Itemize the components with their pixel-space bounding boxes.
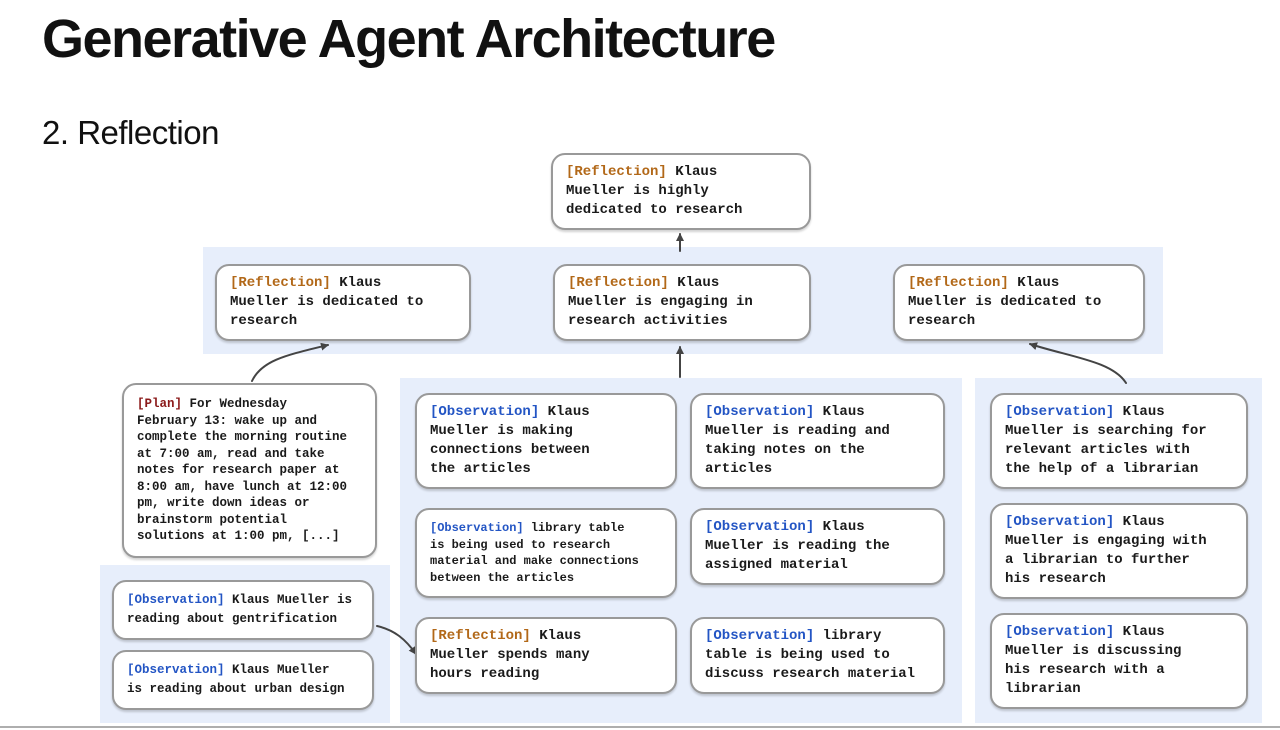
node-band-reflection-1: [Reflection]Klaus Mueller is dedicated t… bbox=[215, 264, 471, 341]
node-left-observation-2: [Observation]Klaus Mueller is reading ab… bbox=[112, 650, 374, 710]
node-mid1-observation-1: [Observation]Klaus Mueller is making con… bbox=[415, 393, 677, 489]
observation-tag-label: [Observation] bbox=[705, 628, 815, 644]
observation-tag-label: [Observation] bbox=[1005, 624, 1115, 640]
node-text: Klaus Mueller is making connections betw… bbox=[430, 404, 590, 477]
node-right-observation-1: [Observation]Klaus Mueller is searching … bbox=[990, 393, 1248, 489]
node-text: Klaus Mueller is engaging in research ac… bbox=[568, 275, 753, 329]
node-band-reflection-2: [Reflection]Klaus Mueller is engaging in… bbox=[553, 264, 811, 341]
plan-tag-label: [Plan] bbox=[137, 397, 183, 411]
observation-tag-label: [Observation] bbox=[1005, 404, 1115, 420]
node-mid2-observation-1: [Observation]Klaus Mueller is reading an… bbox=[690, 393, 945, 489]
node-text: library table is being used to research … bbox=[430, 521, 639, 585]
node-left-observation-1: [Observation]Klaus Mueller is reading ab… bbox=[112, 580, 374, 640]
node-text: For Wednesday February 13: wake up and c… bbox=[137, 397, 348, 543]
node-right-observation-2: [Observation]Klaus Mueller is engaging w… bbox=[990, 503, 1248, 599]
node-text: library table is being used to discuss r… bbox=[705, 628, 916, 682]
node-plan: [Plan]For Wednesday February 13: wake up… bbox=[122, 383, 377, 558]
observation-tag-label: [Observation] bbox=[430, 521, 524, 535]
node-text: Klaus Mueller is reading about gentrific… bbox=[127, 593, 353, 626]
observation-tag-label: [Observation] bbox=[1005, 514, 1115, 530]
node-band-reflection-3: [Reflection]Klaus Mueller is dedicated t… bbox=[893, 264, 1145, 341]
node-top-reflection: [Reflection]Klaus Mueller is highly dedi… bbox=[551, 153, 811, 230]
slide-bottom-rule bbox=[0, 726, 1280, 728]
observation-tag-label: [Observation] bbox=[705, 404, 815, 420]
reflection-tag-label: [Reflection] bbox=[430, 628, 531, 644]
node-mid1-reflection: [Reflection]Klaus Mueller spends many ho… bbox=[415, 617, 677, 694]
node-text: Klaus Mueller is dedicated to research bbox=[230, 275, 424, 329]
node-text: Klaus Mueller is highly dedicated to res… bbox=[566, 164, 743, 218]
node-text: Klaus Mueller is reading about urban des… bbox=[127, 663, 345, 696]
reflection-tag-label: [Reflection] bbox=[568, 275, 669, 291]
observation-tag-label: [Observation] bbox=[430, 404, 540, 420]
node-text: Klaus Mueller is searching for relevant … bbox=[1005, 404, 1207, 477]
node-text: Klaus Mueller spends many hours reading bbox=[430, 628, 590, 682]
node-mid2-observation-2: [Observation]Klaus Mueller is reading th… bbox=[690, 508, 945, 585]
page-title: Generative Agent Architecture bbox=[42, 9, 776, 69]
reflection-tag-label: [Reflection] bbox=[908, 275, 1009, 291]
node-mid2-observation-3: [Observation]library table is being used… bbox=[690, 617, 945, 694]
observation-tag-label: [Observation] bbox=[127, 593, 225, 607]
node-text: Klaus Mueller is reading and taking note… bbox=[705, 404, 890, 477]
section-subtitle: 2. Reflection bbox=[42, 114, 219, 151]
node-right-observation-3: [Observation]Klaus Mueller is discussing… bbox=[990, 613, 1248, 709]
observation-tag-label: [Observation] bbox=[127, 663, 225, 677]
reflection-tag-label: [Reflection] bbox=[566, 164, 667, 180]
node-text: Klaus Mueller is dedicated to research bbox=[908, 275, 1102, 329]
reflection-tag-label: [Reflection] bbox=[230, 275, 331, 291]
node-text: Klaus Mueller is reading the assigned ma… bbox=[705, 519, 890, 573]
node-text: Klaus Mueller is engaging with a librari… bbox=[1005, 514, 1207, 587]
node-text: Klaus Mueller is discussing his research… bbox=[1005, 624, 1182, 697]
observation-tag-label: [Observation] bbox=[705, 519, 815, 535]
node-mid1-observation-2: [Observation]library table is being used… bbox=[415, 508, 677, 598]
